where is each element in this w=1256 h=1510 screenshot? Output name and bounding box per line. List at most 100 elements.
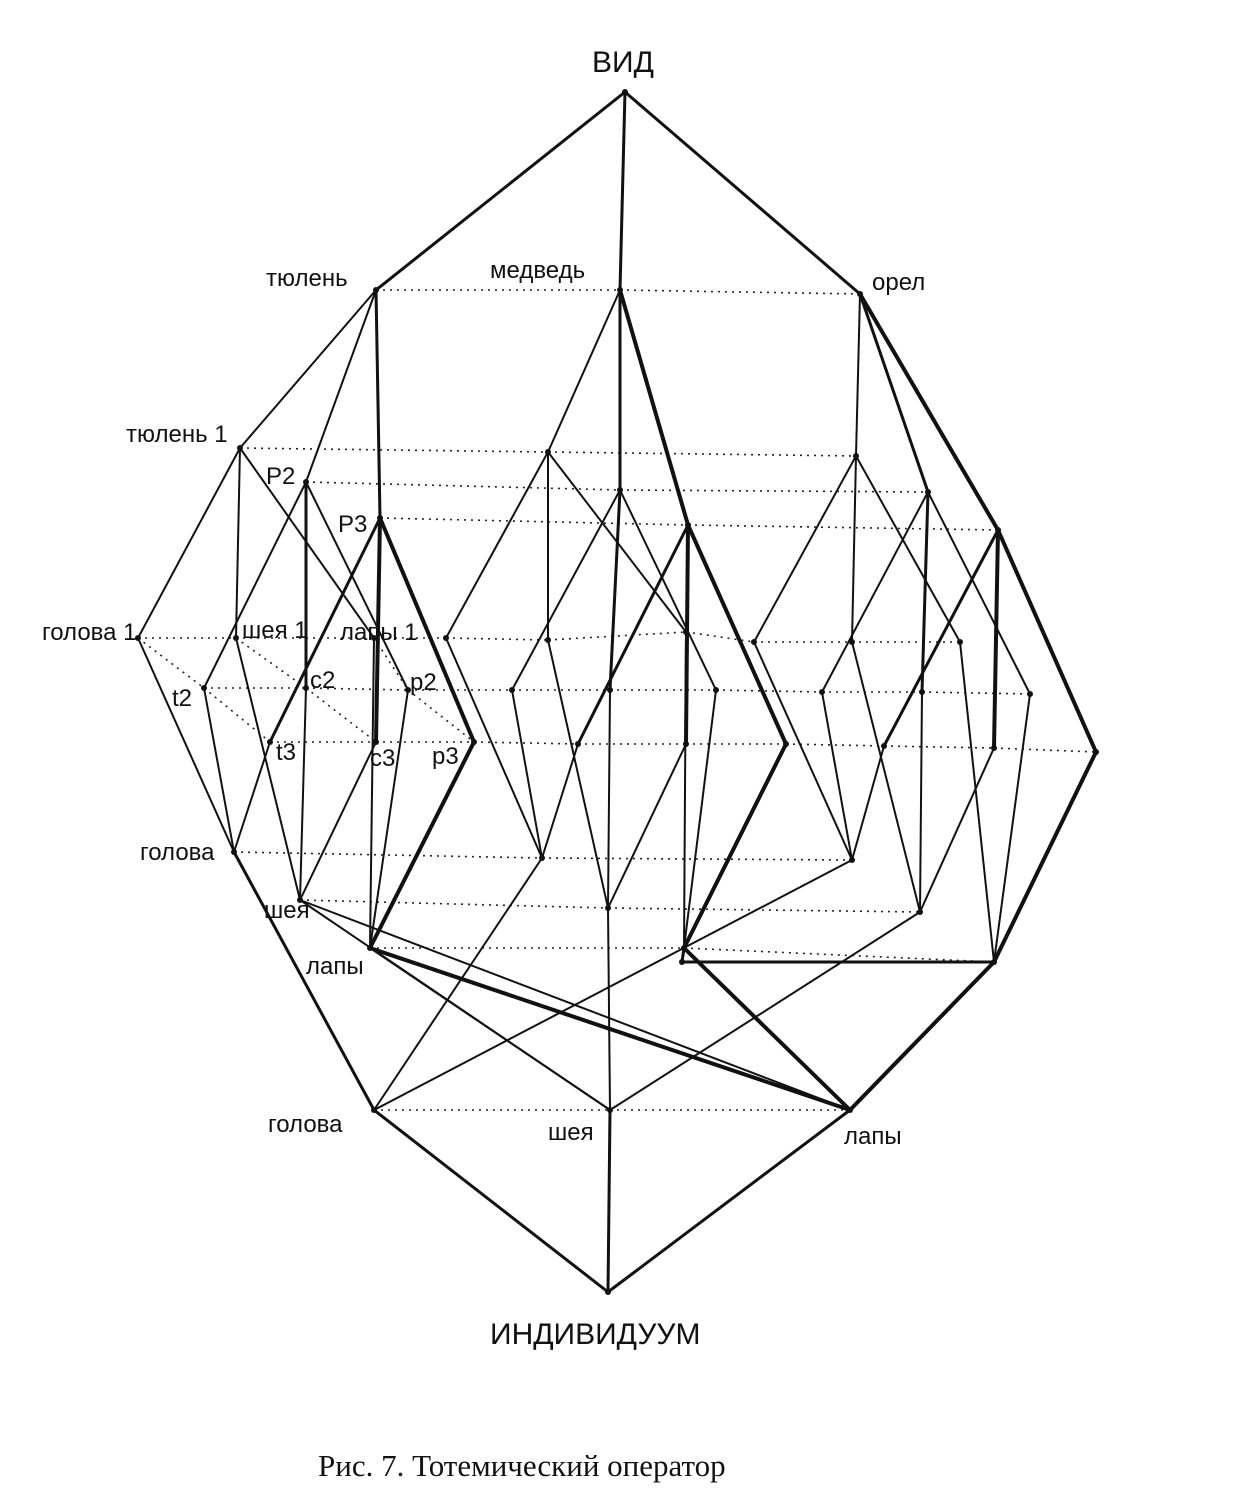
node-mb: [617, 287, 623, 293]
edge-BN1-BNG: [547, 639, 609, 909]
node-bc2: [607, 687, 613, 693]
dotted-BN1-BL1: [547, 631, 687, 641]
node-r2: [405, 687, 411, 693]
label-p3: P3: [338, 511, 367, 538]
node-br2: [713, 687, 719, 693]
edge-TS1-H1: [137, 447, 241, 639]
node-t3: [267, 739, 273, 745]
node-r3: [471, 739, 477, 745]
node-oe: [857, 291, 863, 297]
dotted-BHG-EHG: [541, 857, 853, 861]
label-paws1: лапы 1: [340, 619, 418, 646]
node-l1: [371, 635, 377, 641]
edge-EH1-EHG: [753, 641, 853, 861]
edge-BHG-IH: [373, 857, 543, 1111]
node-h1: [135, 635, 141, 641]
edge-T3-HG: [233, 741, 271, 853]
node-p2: [303, 479, 309, 485]
label-t3: t3: [276, 739, 296, 766]
node-vid: [622, 89, 628, 95]
edge-B2-BR2: [619, 489, 717, 691]
edge-BC3-BNG: [607, 743, 687, 909]
edge-ET2-EHG: [821, 691, 853, 861]
edge-E3-ER3: [996, 528, 1098, 754]
edge-BH1-BHG: [445, 637, 543, 859]
edge-E1-EL1: [855, 455, 961, 643]
dotted-B1-E1: [547, 451, 857, 457]
edge-BT3-BHG: [541, 743, 579, 859]
node-hg: [231, 849, 237, 855]
dotted-BNG-ENG: [607, 907, 921, 913]
label-neck1: шея 1: [242, 617, 308, 644]
node-er3: [1093, 749, 1099, 755]
label-individual-head: голова: [268, 1111, 343, 1138]
node-b2: [617, 487, 623, 493]
edge-BR2-BLG: [683, 689, 717, 949]
edge-VID-OE: [623, 90, 862, 296]
label-c2: c2: [310, 667, 335, 694]
node-elg: [991, 959, 997, 965]
node-ls: [367, 945, 373, 951]
edge-OE-E3: [858, 292, 1000, 532]
edge-BL1-BLG: [683, 631, 687, 949]
node-il: [847, 1107, 853, 1113]
node-eng: [917, 909, 923, 915]
node-ec2: [919, 689, 925, 695]
edge-P3-T3: [268, 516, 382, 744]
edge-EC3-ENG: [919, 747, 995, 913]
node-b3: [685, 522, 691, 528]
dotted-C2-C3: [305, 687, 377, 743]
edge-TS-P3: [374, 288, 382, 520]
node-blg: [681, 945, 687, 951]
edge-IH-IND: [372, 1108, 610, 1294]
edge-IN-IND: [606, 1108, 612, 1294]
dotted-B2-E2: [619, 489, 929, 493]
label-species-seal: тюлень: [266, 265, 348, 292]
node-t2: [201, 685, 207, 691]
edge-B3-BR3: [686, 523, 788, 746]
dotted-B3-E3: [687, 524, 999, 531]
node-et2: [819, 689, 825, 695]
node-bng: [605, 905, 611, 911]
dotted-C2-R2: [305, 687, 409, 691]
label-p2: P2: [266, 463, 295, 490]
edge-P2-T2: [203, 481, 307, 689]
node-br3: [783, 741, 789, 747]
edge-BLG-IL: [682, 946, 852, 1112]
dotted-BR3-ET3: [785, 743, 885, 747]
label-individual-neck: шея: [548, 1119, 594, 1146]
edge-B1-BH1: [445, 451, 549, 639]
label-vid: ВИД: [592, 46, 654, 79]
node-bc3: [683, 741, 689, 747]
node-e3: [995, 527, 1001, 533]
edge-BT2-BHG: [511, 689, 543, 859]
dotted-R2-R3: [407, 689, 475, 743]
dotted-ET3-EC3: [883, 745, 995, 749]
edge-EL1-ELG: [959, 641, 995, 963]
edge-E2-ER2: [927, 491, 1031, 695]
node-e2: [925, 489, 931, 495]
node-ts1: [237, 445, 243, 451]
edge-R3-LS: [368, 740, 476, 950]
label-individuum: ИНДИВИДУУМ: [490, 1318, 700, 1351]
edge-TS-P2: [305, 289, 377, 483]
dotted-P3-B3: [379, 517, 689, 526]
node-bhg: [539, 855, 545, 861]
label-p2-small: p2: [410, 669, 437, 696]
edge-OE-E2: [858, 292, 930, 494]
edge-ER3-ELG: [992, 750, 1098, 964]
node-en1: [849, 639, 855, 645]
dotted-BR2-ET2: [715, 689, 823, 693]
figure-caption: Рис. 7. Тотемический оператор: [318, 1448, 726, 1483]
edge-ET3-EHG: [851, 745, 885, 861]
edge-OE-E1: [855, 293, 861, 457]
edge-L1-LS: [369, 637, 375, 949]
dotted-H1-T2: [137, 637, 205, 689]
edge-ER2-ELG: [993, 693, 1031, 963]
label-t2: t2: [172, 685, 192, 712]
edge-E1-EH1: [753, 455, 857, 643]
dotted-EC3-ER3: [993, 747, 1097, 753]
dotted-EC2-ER2: [921, 691, 1031, 695]
edge-HG-IH: [232, 850, 376, 1112]
node-ec3: [991, 745, 997, 751]
